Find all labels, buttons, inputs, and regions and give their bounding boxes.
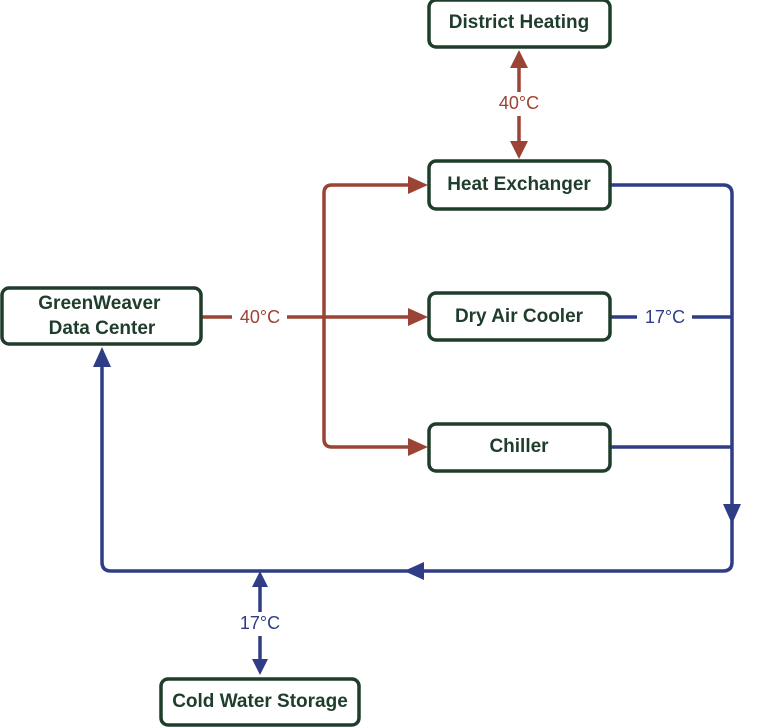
data-center-label-line2: Data Center: [49, 318, 156, 339]
node-cold-water-storage: Cold Water Storage: [159, 677, 361, 727]
cold-flow-lines: [93, 183, 741, 675]
district-heating-label: District Heating: [449, 12, 589, 33]
branch-line-vertical: [322, 183, 410, 449]
node-district-heating: District Heating: [427, 0, 612, 49]
arrow-down-to-heat-exchanger: [510, 141, 528, 159]
cold-storage-temp-label: 17°C: [240, 613, 280, 633]
data-center-label: GreenWeaver Data Center: [38, 293, 165, 339]
arrow-to-chiller: [408, 438, 428, 456]
district-heating-temp-label: 40°C: [499, 93, 539, 113]
arrow-up-to-data-center: [93, 347, 111, 367]
dry-air-cooler-label: Dry Air Cooler: [455, 306, 584, 327]
dry-air-cooler-return-temp-label: 17°C: [645, 307, 685, 327]
arrow-to-dry-air-cooler: [408, 308, 428, 326]
temperature-labels: 40°C 40°C 17°C 17°C: [234, 92, 685, 636]
chiller-label: Chiller: [489, 436, 549, 457]
arrow-down-return: [723, 504, 741, 524]
data-center-label-line1: GreenWeaver: [38, 293, 161, 314]
return-line-bottom-loop: [100, 366, 734, 573]
hot-flow-lines: [202, 50, 528, 456]
node-chiller: Chiller: [427, 422, 612, 473]
arrow-up-to-district-heating: [510, 50, 528, 68]
arrow-to-heat-exchanger: [408, 176, 428, 194]
node-heat-exchanger: Heat Exchanger: [427, 159, 612, 211]
data-center-supply-temp-label: 40°C: [240, 307, 280, 327]
cold-water-storage-label: Cold Water Storage: [172, 691, 348, 712]
arrow-up-from-cold-storage: [252, 571, 268, 587]
heat-exchanger-label: Heat Exchanger: [447, 174, 591, 195]
node-dry-air-cooler: Dry Air Cooler: [427, 291, 612, 342]
arrow-down-to-cold-storage: [252, 659, 268, 675]
arrow-left-return: [404, 562, 424, 580]
return-line-from-heat-exchanger: [611, 183, 734, 505]
node-data-center: GreenWeaver Data Center: [0, 286, 203, 346]
